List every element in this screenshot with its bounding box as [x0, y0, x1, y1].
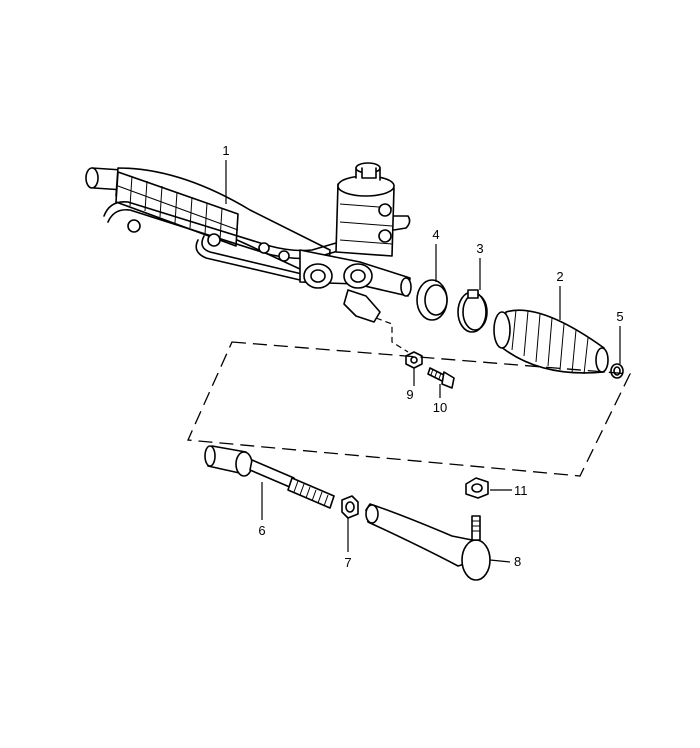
small-clamp: [610, 363, 624, 379]
callout-10: 10: [433, 400, 447, 415]
tie-rod-end: [365, 503, 491, 581]
bellows-boot: [493, 309, 609, 375]
leader-housing-to-nut: [375, 317, 409, 353]
self-locking-nut: [465, 477, 489, 499]
nut-9: [405, 351, 423, 369]
callout-5: 5: [616, 309, 623, 324]
callout-3: 3: [476, 241, 483, 256]
lock-nut: [341, 495, 359, 519]
callout-leaders: [225, 160, 621, 563]
sleeve-ring: [416, 279, 448, 321]
steering-rack-housing: [85, 162, 412, 323]
callout-1: 1: [222, 143, 229, 158]
callout-7: 7: [344, 555, 351, 570]
hose-clamp: [457, 289, 488, 333]
callout-9: 9: [406, 387, 413, 402]
callout-2: 2: [556, 269, 563, 284]
bolt-10: [427, 367, 455, 389]
callout-6: 6: [258, 523, 265, 538]
assembly-outline: [187, 341, 632, 477]
callout-11: 11: [514, 483, 528, 498]
callout-4: 4: [432, 227, 439, 242]
inner-tie-rod: [204, 445, 335, 509]
callout-8: 8: [514, 554, 521, 569]
